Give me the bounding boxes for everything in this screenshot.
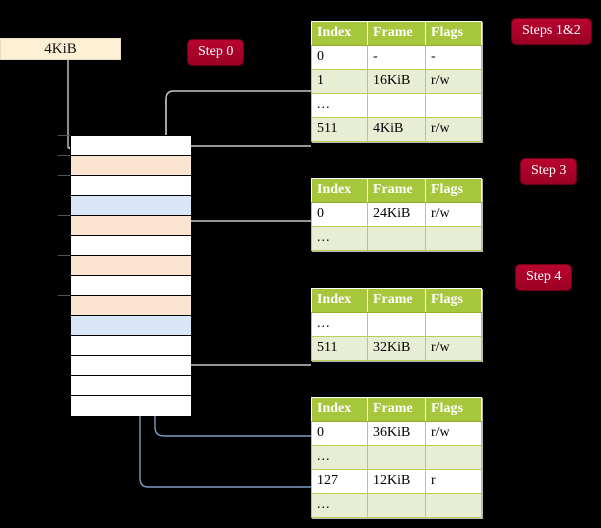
cell-flags [425,226,482,251]
memory-row [71,176,191,196]
cell-flags: r/w [425,336,482,361]
cell-index: ... [311,493,368,518]
cell-index: ... [311,226,368,251]
table-row: ... [311,445,482,470]
cell-index: ... [311,93,368,118]
memory-row [71,356,191,376]
cell-index: 0 [311,421,368,446]
table-row: ... [311,312,482,337]
table-header-row: Index Frame Flags [311,397,482,422]
badge-steps-1-2: Steps 1&2 [512,19,591,44]
cell-frame [367,312,426,337]
cell-frame: 32KiB [367,336,426,361]
cell-flags [425,312,482,337]
cell-flags: r/w [425,117,482,142]
memory-row [71,276,191,296]
table-row: 511 32KiB r/w [311,336,482,361]
cell-index: ... [311,445,368,470]
cell-index: 1 [311,69,368,94]
cell-frame: 4KiB [367,117,426,142]
table-row: ... [311,493,482,518]
memory-tick [58,215,70,216]
table-row: ... [311,93,482,118]
table-header-row: Index Frame Flags [311,21,482,46]
table-header-row: Index Frame Flags [311,288,482,313]
memory-tick [58,155,70,156]
memory-row [71,156,191,176]
column-header-frame: Frame [367,178,426,203]
page-table-level1: Index Frame Flags 0 36KiB r/w ... 127 12… [311,397,482,518]
column-header-flags: Flags [425,397,482,422]
column-header-index: Index [311,288,368,313]
cell-frame [367,445,426,470]
cell-frame [367,493,426,518]
memory-tick [58,135,70,136]
cell-index: 0 [311,45,368,70]
memory-row [71,336,191,356]
badge-step-3-label: Step 3 [531,163,567,178]
page-table-level4: Index Frame Flags 0 - - 1 16KiB r/w ... … [311,21,482,142]
cell-frame: 12KiB [367,469,426,494]
page-table-level3: Index Frame Flags 0 24KiB r/w ... [311,178,482,251]
cell-index: 127 [311,469,368,494]
column-header-index: Index [311,397,368,422]
cell-flags [425,93,482,118]
memory-tick [58,255,70,256]
page-table-level2: Index Frame Flags ... 511 32KiB r/w [311,288,482,361]
table-row: 0 - - [311,45,482,70]
table-row: ... [311,226,482,251]
cell-flags [425,445,482,470]
cell-flags: r [425,469,482,494]
column-header-index: Index [311,21,368,46]
memory-row [71,256,191,276]
cell-frame [367,226,426,251]
cell-index: ... [311,312,368,337]
badge-steps-1-2-label: Steps 1&2 [522,23,581,38]
column-header-frame: Frame [367,288,426,313]
frame-box-label: 4KiB [44,40,77,57]
cell-frame: 16KiB [367,69,426,94]
cell-frame: 36KiB [367,421,426,446]
table-row: 1 16KiB r/w [311,69,482,94]
cell-flags: r/w [425,421,482,446]
badge-step-0: Step 0 [188,40,244,65]
physical-memory-column [70,135,191,416]
badge-step-4-label: Step 4 [526,269,562,284]
badge-step-3: Step 3 [521,159,577,184]
cell-frame: 24KiB [367,202,426,227]
cell-flags [425,493,482,518]
memory-row [71,236,191,256]
memory-row [71,196,191,216]
frame-box-4kib: 4KiB [0,38,121,60]
column-header-flags: Flags [425,178,482,203]
memory-row [71,216,191,236]
column-header-flags: Flags [425,21,482,46]
memory-row [71,316,191,336]
memory-row [71,376,191,396]
cell-flags: r/w [425,202,482,227]
badge-step-4: Step 4 [516,265,572,290]
memory-row [71,296,191,316]
column-header-flags: Flags [425,288,482,313]
memory-row [71,396,191,416]
table-row: 127 12KiB r [311,469,482,494]
cell-index: 511 [311,117,368,142]
column-header-frame: Frame [367,21,426,46]
table-header-row: Index Frame Flags [311,178,482,203]
memory-row [71,136,191,156]
table-row: 511 4KiB r/w [311,117,482,142]
badge-step-0-label: Step 0 [198,44,234,59]
column-header-frame: Frame [367,397,426,422]
column-header-index: Index [311,178,368,203]
table-row: 0 24KiB r/w [311,202,482,227]
memory-tick [58,175,70,176]
table-row: 0 36KiB r/w [311,421,482,446]
memory-tick [58,295,70,296]
cell-index: 511 [311,336,368,361]
cell-flags: r/w [425,69,482,94]
cell-index: 0 [311,202,368,227]
cell-flags: - [425,45,482,70]
cell-frame [367,93,426,118]
cell-frame: - [367,45,426,70]
